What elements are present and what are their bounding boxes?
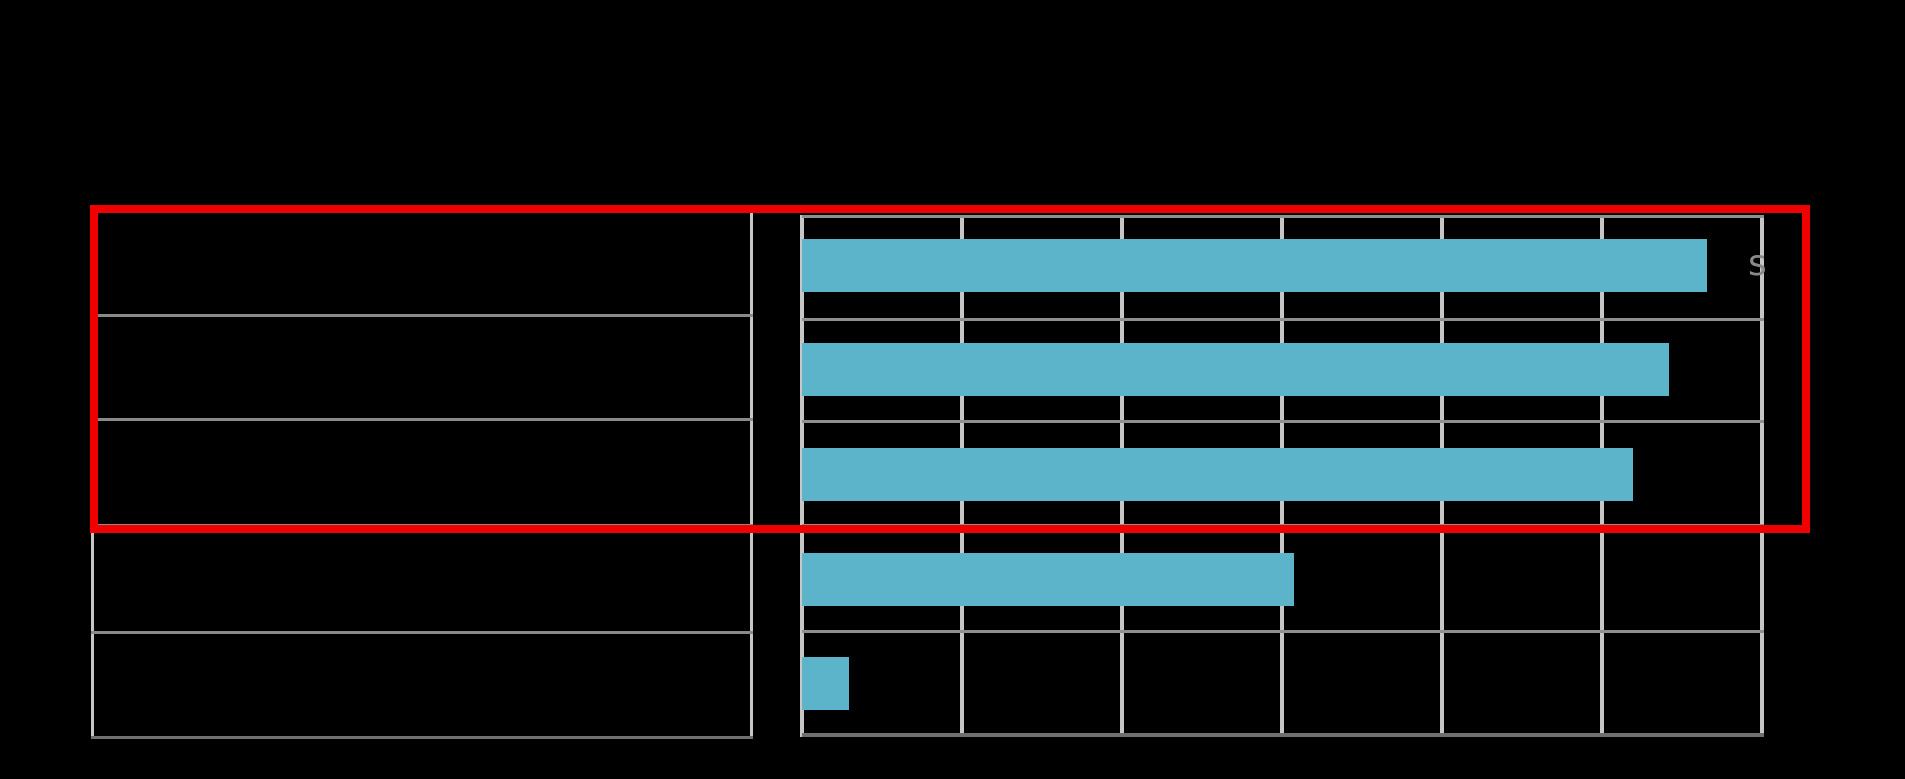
chart-top-border xyxy=(802,215,1764,218)
chart-bottom-border xyxy=(802,733,1764,737)
table-row-separator xyxy=(91,314,753,317)
highlight-rectangle-annotation xyxy=(90,205,1810,533)
chart-row-separator xyxy=(802,318,1764,321)
partial-text-fragment: s xyxy=(1748,243,1767,284)
bar-row-4 xyxy=(802,553,1294,606)
table-row-separator xyxy=(91,631,753,634)
chart-row-separator xyxy=(802,420,1764,423)
bar-row-3 xyxy=(802,448,1633,501)
table-bottom-border xyxy=(91,736,753,739)
bar-row-5 xyxy=(802,657,849,710)
table-right-border xyxy=(750,210,753,739)
bar-row-2 xyxy=(802,343,1669,396)
bar-row-1 xyxy=(802,239,1707,292)
chart-right-border xyxy=(1760,215,1764,737)
table-row-separator xyxy=(91,418,753,421)
chart-row-separator xyxy=(802,630,1764,633)
